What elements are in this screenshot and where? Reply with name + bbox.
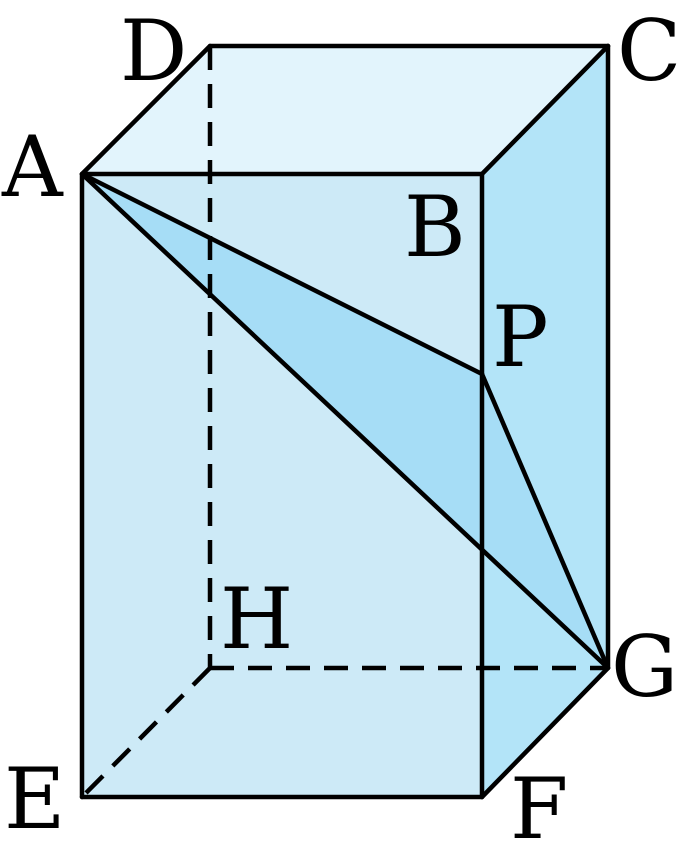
label-g: G xyxy=(611,618,678,716)
label-b: B xyxy=(404,178,466,276)
label-c: C xyxy=(617,2,681,100)
label-p: P xyxy=(492,288,549,386)
top-face-abcd xyxy=(82,46,608,174)
edge-he xyxy=(80,666,212,799)
segment-ap xyxy=(79,171,485,377)
segment-ag xyxy=(79,171,611,671)
segment-pg xyxy=(479,371,611,671)
label-h: H xyxy=(220,570,293,668)
hidden-edges xyxy=(80,46,608,799)
label-d: D xyxy=(120,2,187,100)
edge-fg xyxy=(479,665,611,800)
label-a: A xyxy=(1,118,64,216)
label-e: E xyxy=(4,750,65,848)
edge-bc xyxy=(479,43,611,177)
label-f: F xyxy=(510,760,568,858)
visible-edges xyxy=(79,43,611,800)
edge-ad xyxy=(79,43,213,177)
